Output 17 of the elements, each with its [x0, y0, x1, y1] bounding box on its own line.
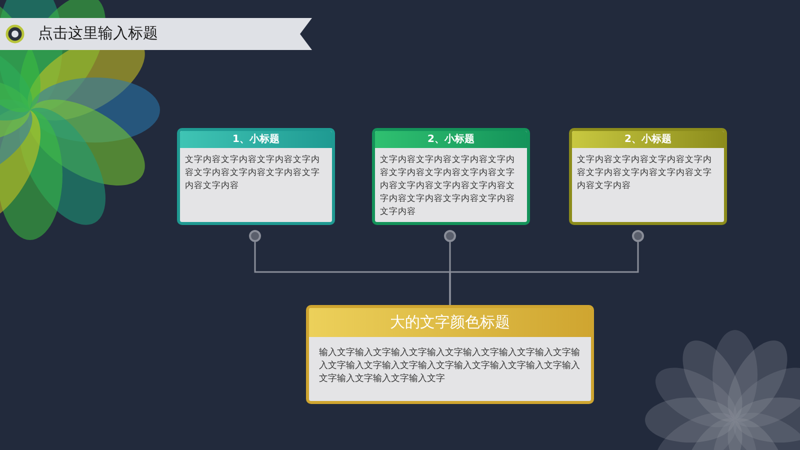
connector-line [449, 242, 639, 305]
card-heading: 大的文字颜色标题 [309, 308, 591, 337]
text-card [177, 128, 335, 225]
card-text: 输入文字输入文字输入文字输入文字输入文字输入文字输入文字输入文字输入文字输入文字输入文字输入文字输入文字输入文字输入文字输入文字输入文字输入文字 [318, 346, 581, 386]
connector-dot [249, 230, 261, 242]
title: 点击这里输入标题 [38, 24, 158, 43]
card-text: 文字内容文字内容文字内容文字内容文字内容文字内容文字内容文字内容文字内容 [576, 154, 713, 193]
connector-dot [444, 230, 456, 242]
card-text: 文字内容文字内容文字内容文字内容文字内容文字内容文字内容文字内容文字内容 [184, 154, 321, 193]
card-heading: 1、小标题 [180, 131, 332, 148]
text-card [306, 305, 594, 404]
card-text: 文字内容文字内容文字内容文字内容文字内容文字内容文字内容文字内容文字内容文字内容文字内容文字内容文字内容文字内容文字内容文字内容 [379, 154, 516, 219]
text-card [372, 128, 530, 225]
text-card [569, 128, 727, 225]
card-heading: 2、小标题 [375, 131, 527, 148]
card-heading: 2、小标题 [572, 131, 724, 148]
connector-dot [632, 230, 644, 242]
